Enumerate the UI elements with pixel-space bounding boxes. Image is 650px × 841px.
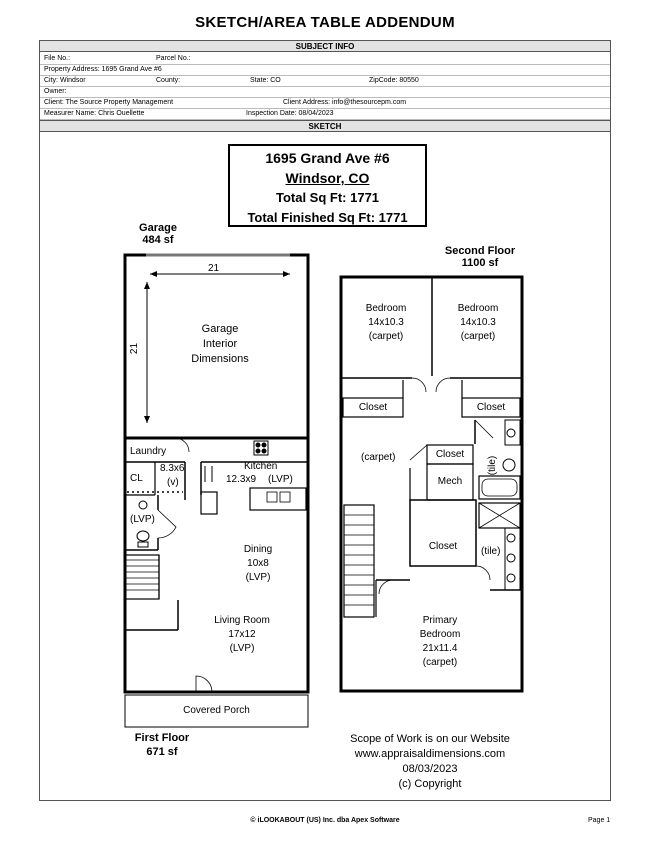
mech-label: Mech [437,476,463,487]
closet-center-label: Closet [435,449,465,460]
sketch-heading: SKETCH [39,120,611,132]
info-row-owner: Owner: [40,86,610,98]
county: County: [156,77,181,84]
state: State: CO [250,77,281,84]
document-title: SKETCH/AREA TABLE ADDENDUM [195,14,455,31]
summary-address-line2: Windsor, CO [285,170,370,186]
summary-box: 1695 Grand Ave #6 Windsor, CO Total Sq F… [228,144,427,227]
laundry-label: Laundry [130,446,167,457]
covered-porch-label: Covered Porch [183,705,250,716]
covered-porch-outline [124,694,309,728]
summary-address-line1: 1695 Grand Ave #6 [265,150,390,166]
summary-total-finished-sqft: Total Finished Sq Ft: 1771 [247,210,408,225]
garage-width-dim: 21 [208,263,220,274]
footer-copyright: © iLOOKABOUT (US) Inc. dba Apex Software [250,817,400,824]
cl-label: CL [130,473,143,484]
laundry-v: (v) [167,477,179,488]
property-address: Property Address: 1695 Grand Ave #6 [44,66,162,73]
inspection-date: Inspection Date: 08/04/2023 [246,110,334,117]
subject-info-heading: SUBJECT INFO [39,40,611,52]
closet-primary-label: Closet [428,541,458,552]
client: Client: The Source Property Management [44,99,174,106]
closet-left-label: Closet [358,402,388,413]
hall-floor-label: (carpet) [361,452,396,463]
garage-depth-dim: 21 [129,342,141,355]
zipcode: ZipCode: 80550 [369,77,419,84]
bath-lvp: (LVP) [130,514,155,525]
parcel-no: Parcel No.: [156,55,191,62]
city: City: Windsor [44,77,86,84]
info-row-measurer: Measurer Name: Chris Ouellette Inspectio… [40,108,610,120]
kitchen-lvp: (LVP) [268,474,293,485]
laundry-dims: 8.3x6 [160,463,185,474]
summary-total-sqft: Total Sq Ft: 1771 [275,190,380,205]
client-address: Client Address: info@thesourcepm.com [283,99,407,106]
kitchen-label: Kitchen [244,461,278,472]
info-row-file: File No.: Parcel No.: [40,53,610,65]
tile-lower-label: (tile) [481,546,501,557]
kitchen-dims: 12.3x9 [226,474,257,485]
info-row-address: Property Address: 1695 Grand Ave #6 [40,64,610,76]
page-number: Page 1 [588,817,611,824]
file-no: File No.: [44,55,71,62]
tile-upper-label: (tile) [487,455,499,476]
info-row-client: Client: The Source Property Management C… [40,97,610,109]
owner: Owner: [44,88,67,95]
measurer: Measurer Name: Chris Ouellette [44,110,145,117]
info-row-city: City: Windsor County: State: CO ZipCode:… [40,75,610,87]
closet-right-label: Closet [476,402,506,413]
